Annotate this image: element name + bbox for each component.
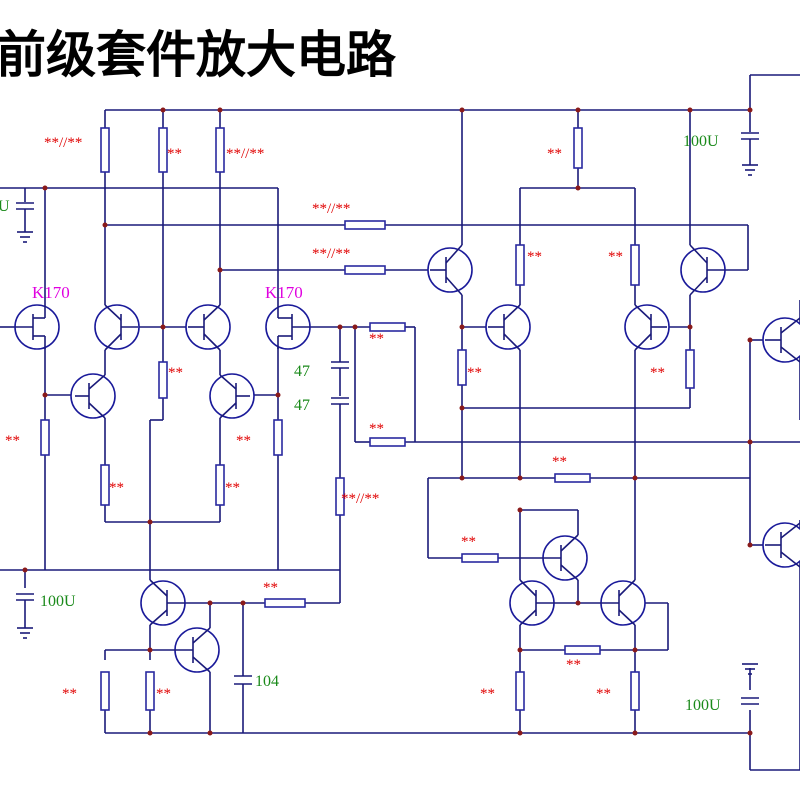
resistor: [564, 645, 601, 655]
label-resistor-value: **: [156, 686, 171, 702]
transistor-q1: [94, 304, 140, 351]
label-resistor-value: **: [527, 249, 542, 265]
label-resistor-value: **: [369, 331, 384, 347]
transistor-q4: [209, 373, 255, 419]
label-resistor-value: **: [109, 480, 124, 496]
label-resistor-value: **: [5, 433, 20, 449]
resistor: [515, 244, 525, 286]
transistor-q15: [600, 478, 646, 626]
label-jfet-part: K170: [32, 283, 70, 302]
label-resistor-value: **: [369, 421, 384, 437]
label-resistor-value: **: [62, 686, 77, 702]
resistor: [100, 127, 110, 173]
capacitors: [16, 132, 759, 705]
label-capacitor-value: 104: [255, 673, 279, 690]
capacitor-bottom-right: [741, 663, 759, 705]
resistor: [273, 419, 283, 456]
transistor-q7: [427, 244, 473, 296]
label-capacitor-value: 100U: [683, 133, 719, 150]
junctions: [22, 107, 753, 736]
capacitor-47-a: [331, 361, 349, 396]
label-resistor-value: **: [167, 146, 182, 162]
label-resistor-value: **: [467, 365, 482, 381]
transistors: [14, 244, 800, 673]
transistor-q10: [624, 304, 670, 351]
resistor: [215, 464, 225, 506]
label-capacitor-value: 47: [294, 363, 310, 380]
resistor: [369, 437, 406, 447]
resistor: [630, 671, 640, 711]
resistor: [335, 477, 345, 516]
resistor: [344, 265, 386, 275]
label-resistor-value: **: [608, 249, 623, 265]
transistor-q13: [540, 534, 588, 581]
resistor: [215, 127, 225, 173]
resistor: [158, 127, 168, 173]
resistor: [515, 671, 525, 711]
resistor: [461, 553, 499, 563]
resistor: [100, 464, 110, 506]
transistor-q3: [70, 373, 116, 419]
label-resistor-value: **//**: [226, 146, 264, 162]
resistor: [573, 127, 583, 169]
transistor-q2: [185, 304, 231, 351]
transistor-q9: [485, 304, 531, 351]
resistor: [100, 671, 110, 711]
resistor: [344, 220, 386, 230]
capacitor-top-right: [741, 132, 759, 176]
label-resistor-value: **: [168, 365, 183, 381]
capacitor-104: [234, 668, 252, 690]
label-resistor-value: **//**: [312, 201, 350, 217]
resistor: [145, 671, 155, 711]
label-resistor-value: **: [596, 686, 611, 702]
label-resistor-value: **//**: [312, 246, 350, 262]
transistor-q8: [680, 244, 726, 296]
wires: [0, 74, 800, 771]
label-resistor-value: **: [225, 480, 240, 496]
label-resistor-value: **: [566, 657, 581, 673]
transistor-q14: [509, 579, 555, 626]
label-resistor-value: **: [552, 454, 567, 470]
resistor: [264, 598, 306, 608]
resistor: [369, 322, 406, 332]
transistor-q6: [150, 603, 220, 673]
transistor-q11: [762, 317, 800, 363]
resistor: [630, 244, 640, 286]
label-capacitor-value: 47: [294, 397, 310, 414]
labels: **//** ** **//** U 100U ** **//** **//**…: [0, 133, 721, 714]
transistor-q5: [140, 579, 186, 626]
label-capacitor-value: U: [0, 198, 10, 215]
label-capacitor-value: 100U: [685, 697, 721, 714]
label-resistor-value: **: [547, 146, 562, 162]
label-resistor-value: **: [650, 365, 665, 381]
jfet-left: [14, 304, 60, 350]
resistor: [685, 349, 695, 389]
label-resistor-value: **: [236, 433, 251, 449]
capacitor-top-left: [16, 188, 34, 243]
label-resistor-value: **//**: [44, 135, 82, 151]
transistor-q12: [762, 522, 800, 568]
label-jfet-part: K170: [265, 283, 303, 302]
capacitor-bottom-left: [16, 593, 34, 639]
resistor: [40, 419, 50, 456]
page-title: 前级套件放大电路: [0, 26, 397, 84]
label-resistor-value: **: [263, 580, 278, 596]
resistor: [158, 361, 168, 399]
capacitor-47-b: [331, 397, 349, 415]
resistor: [457, 349, 467, 386]
jfet-right: [265, 304, 311, 350]
resistors: [40, 127, 695, 711]
label-resistor-value: **//**: [341, 491, 379, 507]
label-resistor-value: **: [461, 534, 476, 550]
label-capacitor-value: 100U: [40, 593, 76, 610]
label-resistor-value: **: [480, 686, 495, 702]
resistor: [554, 473, 591, 483]
